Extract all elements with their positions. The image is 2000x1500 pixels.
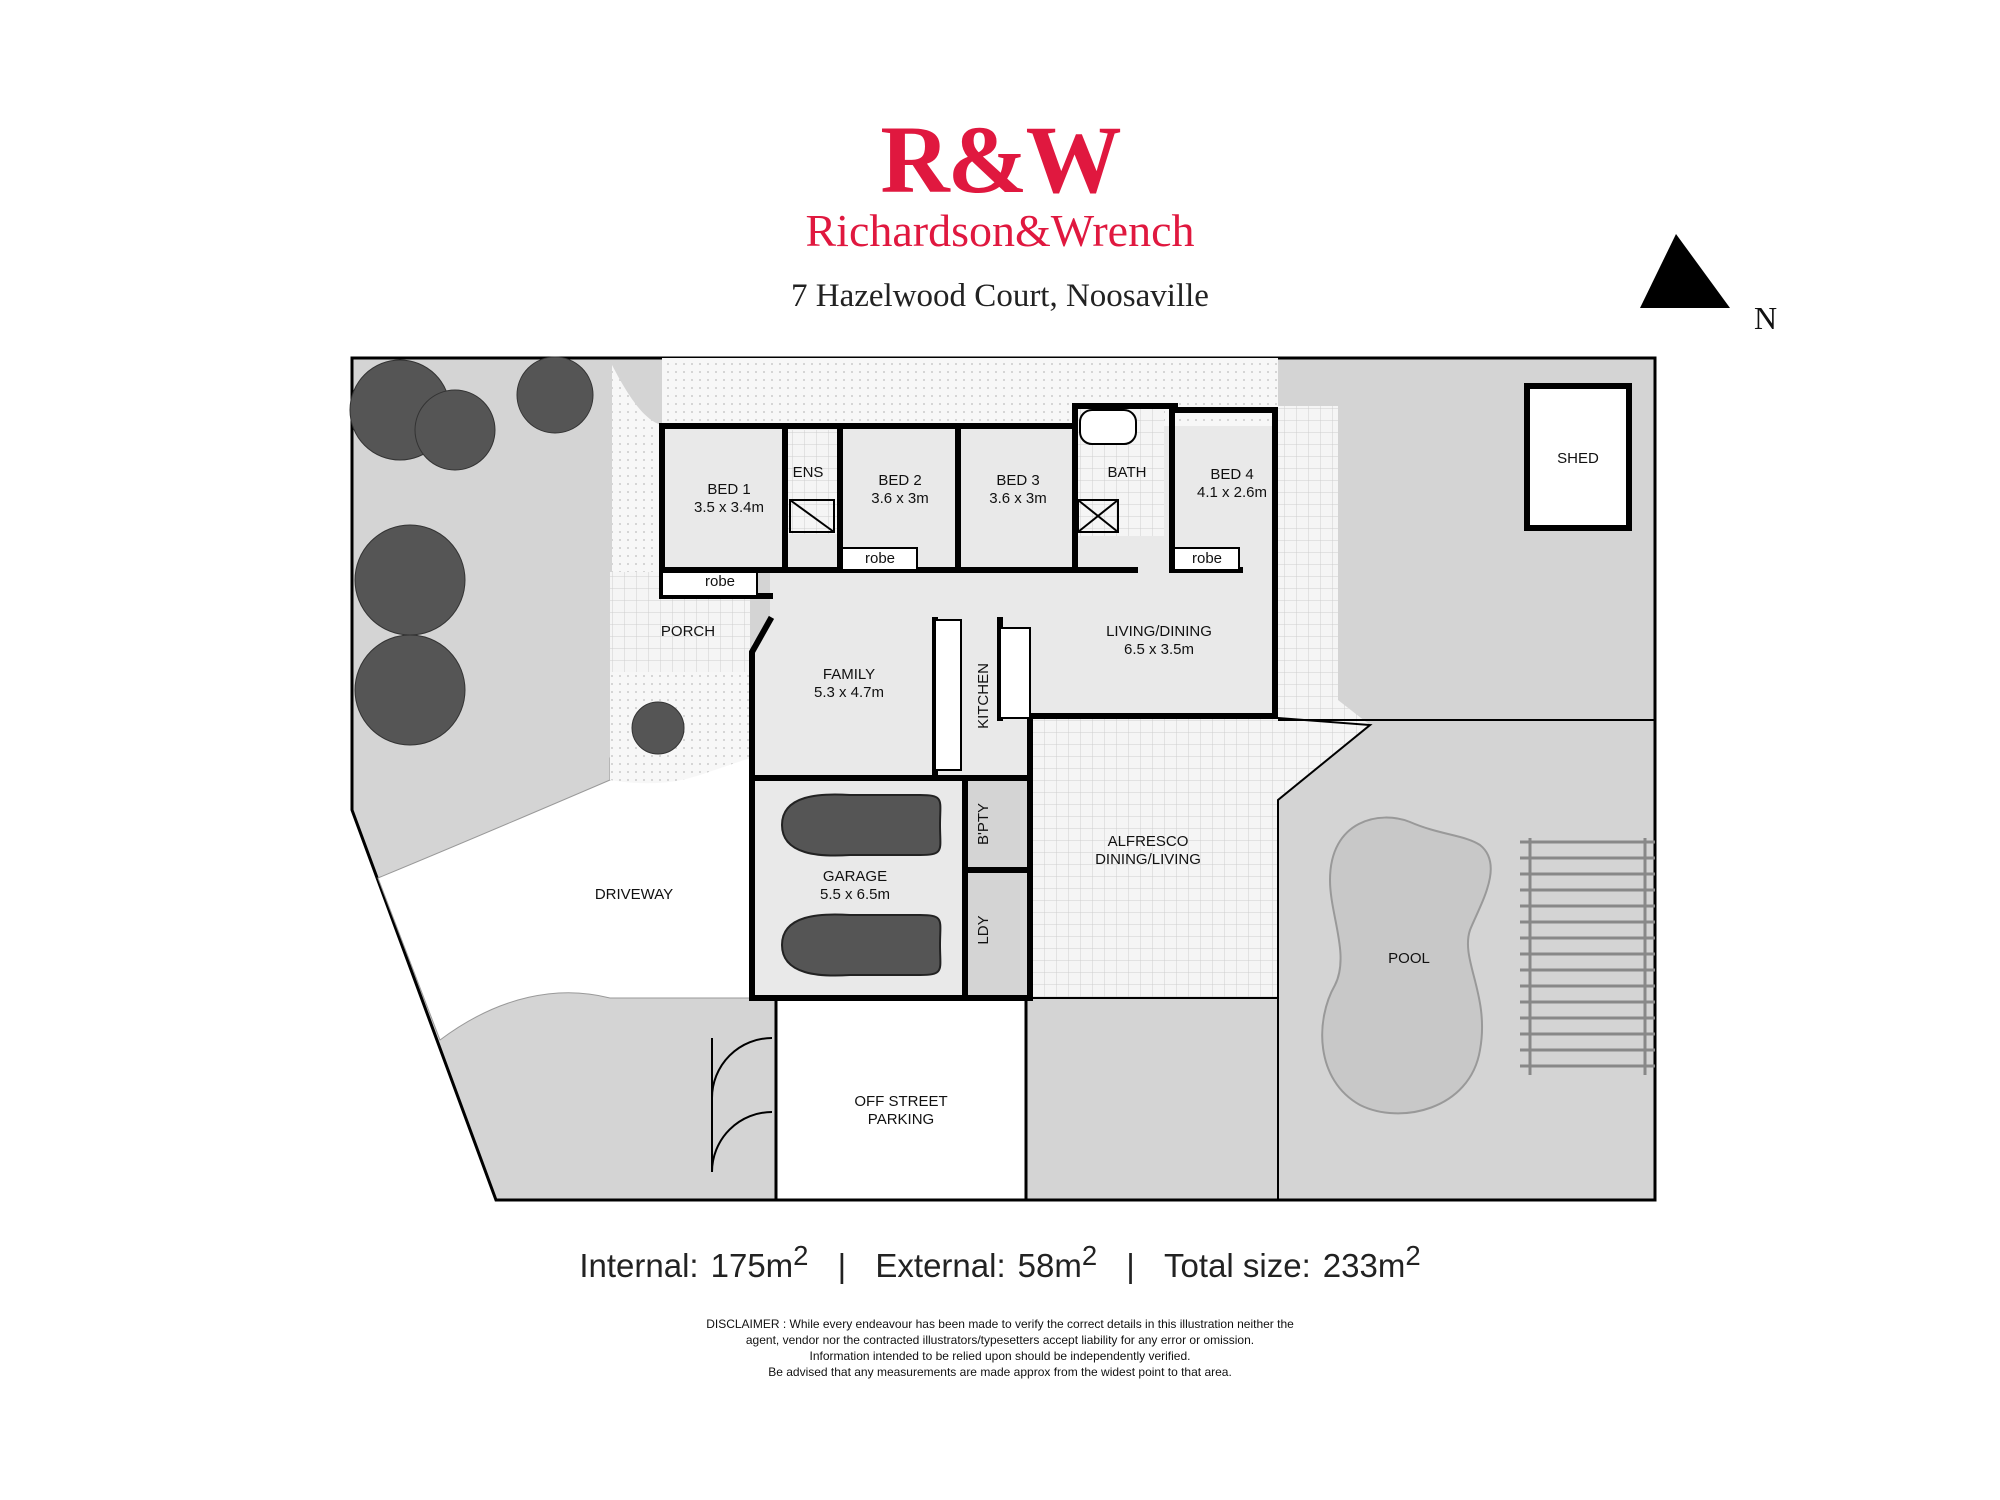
room-bed1: BED 1 3.5 x 3.4m <box>694 481 764 517</box>
room-robe4: robe <box>1192 550 1222 568</box>
room-bed3-size: 3.6 x 3m <box>989 490 1047 507</box>
room-robe2: robe <box>865 550 895 568</box>
room-bed4-name: BED 4 <box>1210 466 1254 483</box>
yard-boundaries <box>1277 719 1655 1200</box>
separator-2: | <box>1126 1247 1135 1284</box>
room-living: LIVING/DINING 6.5 x 3.5m <box>1106 623 1212 659</box>
room-bed3-name: BED 3 <box>996 472 1040 489</box>
room-kitchen: KITCHEN <box>975 663 993 729</box>
room-porch: PORCH <box>661 623 715 641</box>
brand-logo-text: Richardson&Wrench <box>805 205 1195 256</box>
room-alfresco: ALFRESCO DINING/LIVING <box>1095 833 1201 869</box>
room-shed: SHED <box>1557 450 1599 468</box>
room-ens: ENS <box>793 464 824 482</box>
room-shed-name: SHED <box>1557 450 1599 467</box>
external-value: 58m2 <box>1017 1240 1098 1284</box>
room-parking-name2: PARKING <box>867 1111 935 1128</box>
room-ens-name: ENS <box>792 464 824 481</box>
room-bath-name: BATH <box>1107 464 1147 481</box>
room-pool: POOL <box>1388 950 1430 968</box>
external-unit-sup: 2 <box>1081 1240 1098 1271</box>
room-bath: BATH <box>1108 464 1147 482</box>
garage-cars <box>780 793 942 977</box>
room-bpty: B'PTY <box>975 803 993 845</box>
disclaimer-line: DISCLAIMER : While every endeavour has b… <box>706 1317 1294 1331</box>
room-bed4-size: 4.1 x 2.6m <box>1196 484 1268 501</box>
total-unit-sup: 2 <box>1405 1240 1421 1271</box>
room-parking: OFF STREET PARKING <box>854 1093 947 1129</box>
disclaimer-line: agent, vendor nor the contracted illustr… <box>745 1333 1255 1347</box>
room-parking-name: OFF STREET <box>854 1093 948 1110</box>
external-value-number: 58m <box>1017 1247 1082 1284</box>
path-north <box>662 358 1278 426</box>
pool-deck-slats <box>1520 838 1655 1075</box>
room-family: FAMILY 5.3 x 4.7m <box>814 666 884 702</box>
room-bed1-size: 3.5 x 3.4m <box>693 499 765 516</box>
side-gates <box>711 1037 773 1173</box>
room-robe1: robe <box>705 573 735 591</box>
room-pool-name: POOL <box>1388 950 1430 967</box>
internal-unit-sup: 2 <box>793 1240 809 1271</box>
room-bed2: BED 2 3.6 x 3m <box>871 472 929 508</box>
room-garage-size: 5.5 x 6.5m <box>819 886 891 903</box>
room-living-name: LIVING/DINING <box>1106 623 1212 640</box>
room-ldy: LDY <box>975 915 993 944</box>
room-garage: GARAGE 5.5 x 6.5m <box>820 868 890 904</box>
room-bed4: BED 4 4.1 x 2.6m <box>1197 466 1267 502</box>
external-label: External: <box>875 1247 1006 1284</box>
total-value: 233m2 <box>1322 1240 1421 1284</box>
pool <box>1321 816 1492 1115</box>
brand-logo-mark: R&W <box>880 106 1121 213</box>
disclaimer: DISCLAIMER : While every endeavour has b… <box>0 1316 2000 1380</box>
disclaimer-line: Be advised that any measurements are mad… <box>768 1365 1232 1379</box>
total-label: Total size: <box>1164 1247 1311 1284</box>
room-alfresco-name2: DINING/LIVING <box>1095 851 1201 868</box>
internal-value: 175m2 <box>710 1240 809 1284</box>
internal-value-number: 175m <box>710 1247 794 1284</box>
internal-label: Internal: <box>579 1247 699 1284</box>
disclaimer-line: Information intended to be relied upon s… <box>809 1349 1191 1363</box>
room-bed2-name: BED 2 <box>878 472 922 489</box>
property-address: 7 Hazelwood Court, Noosaville <box>791 278 1209 314</box>
room-garage-name: GARAGE <box>822 868 888 885</box>
room-driveway: DRIVEWAY <box>595 886 673 904</box>
thin-walls <box>661 409 1240 771</box>
room-family-name: FAMILY <box>822 666 876 683</box>
off-street-parking <box>774 996 1028 1202</box>
room-ldy-name: LDY <box>975 915 992 945</box>
north-label: N <box>1754 300 1778 336</box>
room-bpty-name: B'PTY <box>975 802 992 846</box>
room-alfresco-name: ALFRESCO <box>1107 833 1189 850</box>
size-summary: Internal:175m2 | External:58m2 | Total s… <box>0 1240 2000 1285</box>
path-east-tiles <box>1278 406 1370 800</box>
room-living-size: 6.5 x 3.5m <box>1123 641 1195 658</box>
room-robe1-name: robe <box>704 573 736 590</box>
room-bed3: BED 3 3.6 x 3m <box>989 472 1047 508</box>
separator-1: | <box>837 1247 847 1284</box>
garden-plants <box>349 356 685 755</box>
north-arrow-icon <box>1640 234 1730 308</box>
room-porch-name: PORCH <box>660 623 716 640</box>
room-bed2-size: 3.6 x 3m <box>871 490 929 507</box>
shed <box>1524 383 1632 531</box>
total-value-number: 233m <box>1322 1247 1406 1284</box>
room-kitchen-name: KITCHEN <box>975 663 992 729</box>
room-family-size: 5.3 x 4.7m <box>813 684 885 701</box>
room-driveway-name: DRIVEWAY <box>594 886 674 903</box>
ensuite-tiles <box>786 430 838 534</box>
room-bed1-name: BED 1 <box>707 481 751 498</box>
room-robe2-name: robe <box>864 550 896 567</box>
room-robe4-name: robe <box>1191 550 1223 567</box>
path-west <box>612 365 662 572</box>
